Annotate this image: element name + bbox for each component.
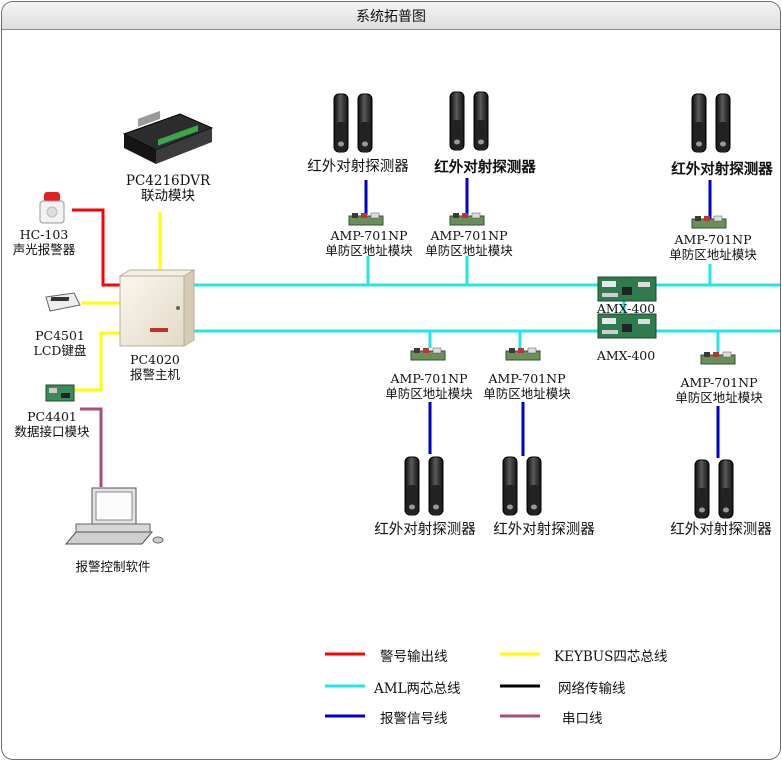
pc4216dvr-module (122, 110, 214, 164)
pc4216dvr-label: PC4216DVR 联动模块 (120, 174, 216, 204)
amp-module-bottom-1-icon (410, 347, 446, 361)
legend-label-alarm-output: 警号输出线 (380, 649, 448, 665)
pc4401-module (45, 384, 75, 402)
legend-label-network: 网络传输线 (558, 681, 626, 697)
amp-top-3-desc: 单防区地址模块 (669, 247, 757, 262)
computer (64, 487, 164, 545)
amp-module-top-2-icon (449, 212, 485, 226)
pc4020-label: PC4020 报警主机 (110, 352, 200, 382)
keybus-lines (72, 212, 162, 392)
amp-module-bottom-3-icon (700, 351, 736, 365)
pc4501-label: PC4501 LCD键盘 (20, 328, 100, 358)
serial-line (80, 407, 103, 487)
pc4020-panel (118, 269, 196, 347)
amx400-board-2 (597, 313, 657, 339)
amp-module-top-1-icon (348, 212, 384, 226)
title-bar: 系统拓普图 (2, 2, 780, 30)
pc4216dvr-model: PC4216DVR (125, 173, 211, 189)
amp-module-bottom-2-icon (505, 347, 541, 361)
amp-top-3-label: AMP-701NP 单防区地址模块 (658, 232, 768, 262)
pc4501-desc: LCD键盘 (33, 343, 87, 358)
amp-bottom-3-model: AMP-701NP (680, 375, 758, 390)
detector-bottom-2-label: 红外对射探测器 (493, 522, 595, 538)
amp-bottom-1-model: AMP-701NP (390, 371, 468, 386)
amp-top-2-model: AMP-701NP (430, 228, 508, 243)
alarm-signal-lines (364, 178, 720, 458)
pc4501-keypad (45, 292, 81, 312)
detector-bottom-1-icon (404, 456, 444, 516)
amp-top-1-label: AMP-701NP 单防区地址模块 (314, 228, 424, 258)
amp-bottom-1-desc: 单防区地址模块 (385, 386, 473, 401)
hc103-siren (39, 192, 65, 224)
detector-top-2-label: 红外对射探测器 (434, 159, 536, 176)
amp-top-1-desc: 单防区地址模块 (325, 243, 413, 258)
amp-top-2-desc: 单防区地址模块 (425, 243, 513, 258)
detector-bottom-2-icon (502, 456, 542, 516)
pc4501-model: PC4501 (35, 328, 85, 343)
legend-label-serial: 串口线 (562, 711, 603, 727)
pc4216dvr-desc: 联动模块 (141, 188, 195, 204)
detector-bottom-3-label: 红外对射探测器 (670, 522, 772, 538)
legend-label-keybus: KEYBUS四芯总线 (554, 649, 668, 665)
amx400-label-1: AMX-400 (596, 301, 656, 316)
hc103-desc: 声光报警器 (12, 242, 76, 257)
pc4020-desc: 报警主机 (129, 367, 180, 382)
legend-swatches (325, 652, 540, 718)
amx400-label-2: AMX-400 (596, 348, 656, 363)
legend-label-aml: AML两芯总线 (374, 681, 461, 697)
amp-bottom-2-desc: 单防区地址模块 (483, 386, 571, 401)
amp-top-2-label: AMP-701NP 单防区地址模块 (414, 228, 524, 258)
amx400-board-1 (597, 276, 657, 302)
detector-top-1-label: 红外对射探测器 (307, 159, 409, 175)
amp-module-top-3-icon (691, 215, 727, 229)
amp-bottom-3-desc: 单防区地址模块 (675, 390, 763, 405)
detector-bottom-3-icon (694, 459, 734, 519)
detector-bottom-1-label: 红外对射探测器 (374, 522, 476, 538)
amp-bottom-2-model: AMP-701NP (488, 371, 566, 386)
diagram-title: 系统拓普图 (356, 9, 426, 25)
hc103-model: HC-103 (19, 227, 69, 242)
hc103-label: HC-103 声光报警器 (4, 227, 84, 257)
pc4401-desc: 数据接口模块 (14, 424, 90, 439)
detector-top-3-icon (691, 93, 731, 153)
detector-top-3-label: 红外对射探测器 (671, 161, 773, 178)
amp-top-1-model: AMP-701NP (330, 228, 408, 243)
pc4020-model: PC4020 (130, 352, 180, 367)
legend-label-signal: 报警信号线 (380, 711, 448, 727)
amp-bottom-2-label: AMP-701NP 单防区地址模块 (472, 371, 582, 401)
amp-bottom-3-label: AMP-701NP 单防区地址模块 (664, 375, 774, 405)
detector-top-2-icon (449, 91, 489, 151)
pc4401-model: PC4401 (27, 409, 77, 424)
detector-top-1-icon (333, 93, 373, 153)
software-label: 报警控制软件 (75, 559, 151, 574)
pc4401-label: PC4401 数据接口模块 (4, 409, 100, 439)
amp-bottom-1-label: AMP-701NP 单防区地址模块 (374, 371, 484, 401)
alarm-output-line (72, 208, 120, 287)
amp-top-3-model: AMP-701NP (674, 232, 752, 247)
aml-bus-lines (190, 256, 780, 352)
